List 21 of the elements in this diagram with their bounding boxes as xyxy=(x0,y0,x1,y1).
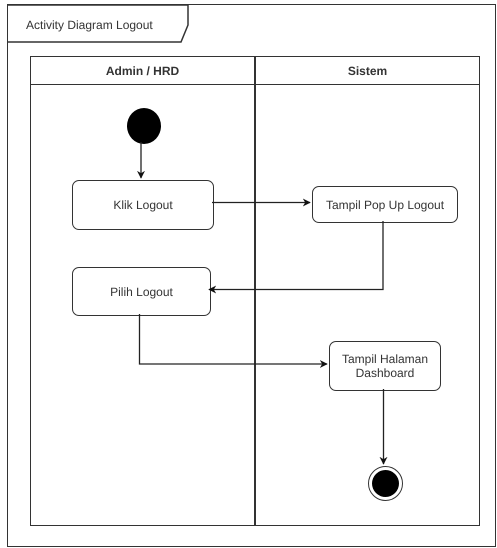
action-label: Pilih Logout xyxy=(109,284,174,298)
action-label: Klik Logout xyxy=(112,198,174,212)
arrow xyxy=(137,142,145,179)
frame xyxy=(7,4,496,547)
frame-title: Activity Diagram Logout xyxy=(26,18,153,32)
action-label: Tampil Pop Up Logout xyxy=(324,198,446,212)
action-box xyxy=(72,267,211,316)
arrow xyxy=(212,198,311,206)
end-node xyxy=(368,466,403,501)
arrow xyxy=(138,314,328,368)
arrow xyxy=(208,221,384,294)
swimlane xyxy=(30,56,255,526)
action-box xyxy=(329,341,441,391)
lane-header: Admin / HRD xyxy=(104,64,180,78)
start-node xyxy=(127,108,161,144)
swimlane xyxy=(255,56,480,526)
action-box xyxy=(312,186,458,223)
action-box xyxy=(72,180,214,230)
action-label: Tampil Halaman Dashboard xyxy=(340,352,430,380)
lane-header: Sistem xyxy=(346,64,388,78)
arrow xyxy=(380,389,388,465)
